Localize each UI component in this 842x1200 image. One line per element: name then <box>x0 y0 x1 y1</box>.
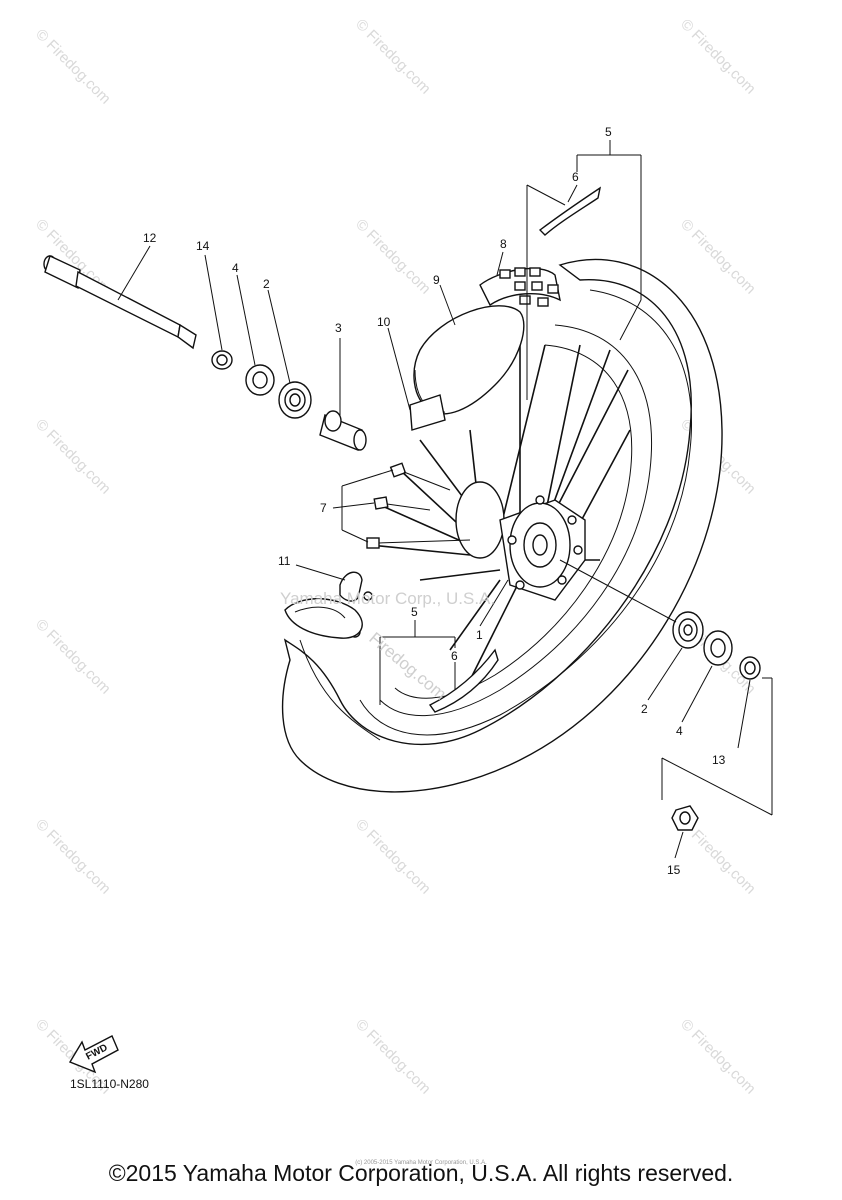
nut-drawing <box>671 805 699 831</box>
callout-labels: 12 14 4 2 3 10 9 8 5 6 7 11 5 1 6 2 4 13… <box>143 125 726 877</box>
axle-drawing <box>43 255 197 350</box>
callout-2: 2 <box>641 702 648 716</box>
watermark: © Firedog.com <box>677 16 759 98</box>
callout-14: 14 <box>196 239 210 253</box>
callout-3: 3 <box>335 321 342 335</box>
watermark: © Firedog.com <box>352 1016 434 1098</box>
oil-seal-left-drawing <box>245 364 275 396</box>
watermark: © Firedog.com <box>352 816 434 898</box>
bearing-right-drawing <box>672 611 704 649</box>
small-copyright: (c) 2005-2015 Yamaha Motor Corporation, … <box>355 1160 487 1166</box>
oil-seal-right-drawing <box>703 630 733 666</box>
callout-15: 15 <box>667 863 681 877</box>
callout-8: 8 <box>500 237 507 251</box>
callout-7: 7 <box>320 501 327 515</box>
callout-11: 11 <box>278 554 291 568</box>
leader-lines <box>117 140 773 859</box>
diagram-code: 1SL1110-N280 <box>70 1077 149 1091</box>
watermark: © Firedog.com <box>32 416 114 498</box>
watermark: © Firedog.com <box>32 816 114 898</box>
watermark: © Firedog.com <box>32 26 114 108</box>
collar-13-drawing <box>739 656 761 680</box>
watermark-overlay: Firedog.com <box>365 629 450 704</box>
balance-weights-drawing <box>479 267 561 307</box>
callout-5: 5 <box>411 605 418 619</box>
spacer-drawing <box>319 410 367 451</box>
tube-drawing <box>284 598 363 639</box>
bearing-left-drawing <box>278 381 312 419</box>
watermark-layer: © Firedog.com © Firedog.com © Firedog.co… <box>32 16 759 1098</box>
callout-10: 10 <box>377 315 391 329</box>
spoke-nipples-drawing <box>366 462 471 549</box>
callout-1: 1 <box>476 628 483 642</box>
watermark: © Firedog.com <box>352 216 434 298</box>
collar-14-drawing <box>211 350 233 370</box>
watermark: © Firedog.com <box>352 16 434 98</box>
callout-6: 6 <box>572 170 579 184</box>
callout-4: 4 <box>232 261 239 275</box>
watermark: © Firedog.com <box>677 1016 759 1098</box>
callout-5: 5 <box>605 125 612 139</box>
callout-9: 9 <box>433 273 440 287</box>
rim-strip-bottom-drawing <box>428 648 499 713</box>
rim-strip-top-drawing <box>538 186 602 236</box>
tire-drawing <box>281 258 723 793</box>
watermark-overlay: Yamaha Motor Corp., U.S.A. <box>280 589 495 608</box>
watermark: © Firedog.com <box>32 616 114 698</box>
callout-2: 2 <box>263 277 270 291</box>
callout-13: 13 <box>712 753 726 767</box>
watermark: © Firedog.com <box>677 216 759 298</box>
fwd-arrow-icon: FWD <box>68 1035 119 1074</box>
callout-4: 4 <box>676 724 683 738</box>
callout-6: 6 <box>451 649 458 663</box>
rim-band-drawing <box>409 305 525 431</box>
copyright-notice: ©2015 Yamaha Motor Corporation, U.S.A. A… <box>108 1160 734 1186</box>
callout-12: 12 <box>143 231 157 245</box>
hub-drawing <box>455 481 586 601</box>
